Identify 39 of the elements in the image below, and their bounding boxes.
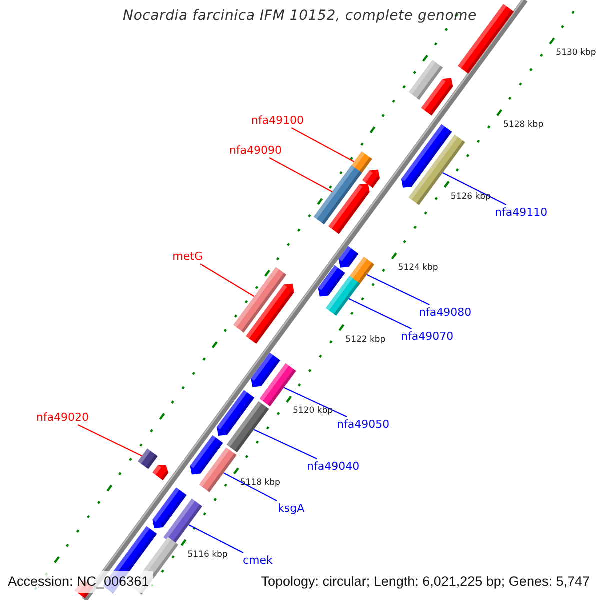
leader-line	[78, 424, 142, 457]
gene-label: nfa49050	[337, 418, 390, 431]
gene-label: metG	[172, 250, 203, 263]
gene-bar	[260, 363, 296, 407]
scale-label: 5122 kbp	[346, 334, 386, 345]
scale-label: 5116 kbp	[188, 550, 228, 560]
leader-line	[442, 172, 507, 206]
gene-bar	[138, 448, 158, 470]
scale-label: 5118 kbp	[240, 478, 280, 488]
leader-line	[291, 128, 354, 162]
leader-line	[269, 158, 332, 192]
leader-line	[254, 429, 318, 460]
leader-line	[200, 264, 255, 298]
scale-label: 5130 kbp	[556, 48, 596, 58]
gene-label: ksgA	[278, 502, 305, 515]
gene-bar	[199, 448, 237, 492]
leader-line	[224, 472, 278, 502]
gene-bar	[326, 276, 360, 316]
leader-line	[348, 298, 412, 330]
scale-label: 5120 kbp	[293, 406, 334, 416]
gene-label: nfa49090	[229, 144, 282, 157]
gene-label: nfa49080	[419, 306, 472, 319]
scale-label: 5126 kbp	[450, 192, 491, 202]
gene-bar	[226, 401, 270, 453]
leader-line	[188, 524, 244, 554]
leader-line	[284, 387, 348, 418]
scale-label: 5128 kbp	[504, 120, 544, 130]
gene-label: nfa49100	[251, 114, 304, 127]
gene-label: cmek	[243, 554, 273, 567]
gene-label: nfa49110	[495, 206, 548, 219]
scale-label: 5124 kbp	[398, 263, 438, 274]
gene-bar	[164, 498, 202, 546]
gene-label: nfa49020	[36, 411, 89, 424]
title: Nocardia farcinica IFM 10152, complete genome	[122, 8, 478, 24]
gene-label: nfa49070	[401, 330, 454, 343]
leader-line	[366, 274, 430, 306]
gene-bar	[314, 165, 362, 225]
gene-label: nfa49040	[307, 460, 360, 473]
gene-bar	[233, 267, 287, 333]
